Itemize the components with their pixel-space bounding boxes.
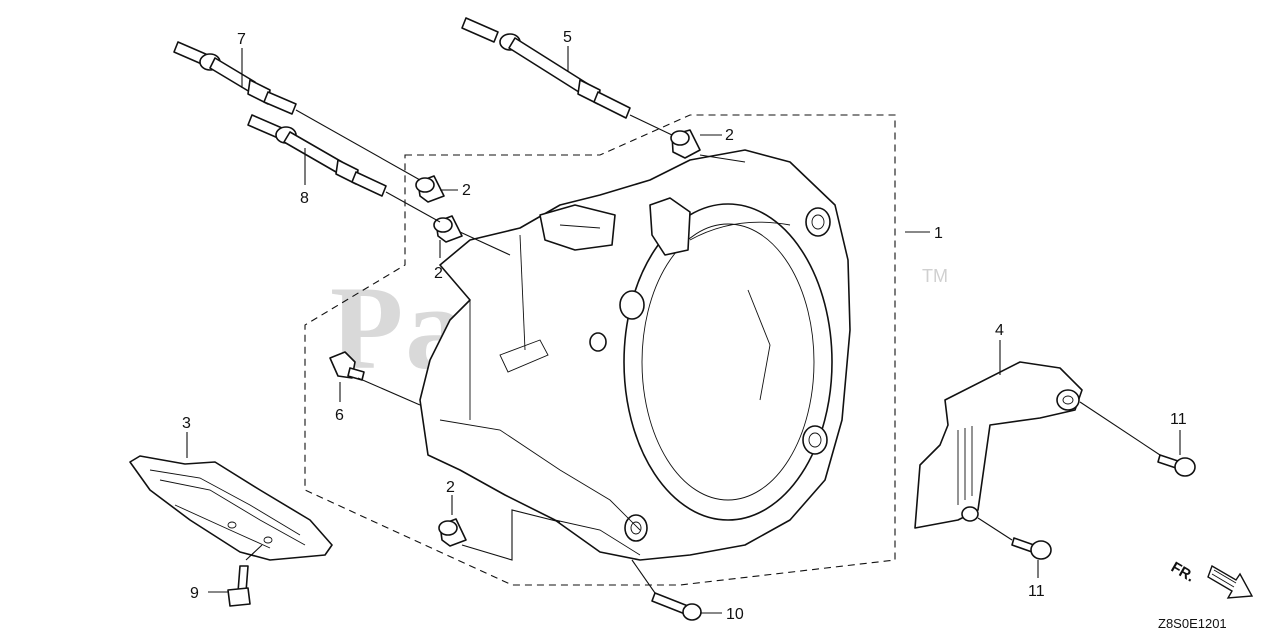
callout-5: 5 (563, 29, 572, 46)
stud-bolt-5[interactable] (461, 17, 631, 119)
front-direction-label: FR. (1168, 559, 1197, 586)
callout-3: 3 (182, 415, 191, 432)
stud-bolt-7[interactable] (173, 41, 297, 115)
screw-11-upper[interactable] (1157, 454, 1196, 477)
fan-cover[interactable] (419, 149, 851, 561)
grommet-upper[interactable] (415, 175, 445, 203)
bolt-10[interactable] (651, 592, 702, 621)
callout-11-lower: 11 (1028, 583, 1045, 600)
side-plate-4[interactable] (914, 361, 1083, 529)
stud-bolt-8[interactable] (247, 114, 387, 197)
callout-7: 7 (237, 31, 246, 48)
callout-1: 1 (934, 225, 943, 242)
front-direction-indicator: FR. (1168, 559, 1254, 599)
callout-9: 9 (190, 585, 199, 602)
bolt-9[interactable] (227, 565, 251, 607)
front-arrow-icon (1207, 564, 1254, 599)
callout-2-lower: 2 (446, 479, 455, 496)
leader-lines (186, 46, 1181, 614)
watermark-trademark: TM (922, 266, 948, 286)
grommet-top-right[interactable] (670, 129, 701, 159)
callout-10: 10 (726, 606, 744, 623)
callout-2-top-right: 2 (725, 127, 734, 144)
grommet-middle[interactable] (433, 215, 463, 243)
callout-8: 8 (300, 190, 309, 207)
callout-4: 4 (995, 322, 1004, 339)
callout-11-upper: 11 (1170, 411, 1187, 428)
clip-6[interactable] (329, 351, 365, 381)
callout-labels: 1 2 2 2 2 3 4 5 6 7 8 9 10 11 11 (182, 29, 1187, 623)
callout-6: 6 (335, 407, 344, 424)
callout-2-upper: 2 (462, 182, 471, 199)
guide-plate-3[interactable] (129, 455, 333, 561)
callout-2-middle: 2 (434, 265, 443, 282)
grommet-lower[interactable] (438, 518, 467, 547)
diagram-code: Z8S0E1201 (1158, 616, 1227, 631)
screw-11-lower[interactable] (1011, 537, 1052, 560)
